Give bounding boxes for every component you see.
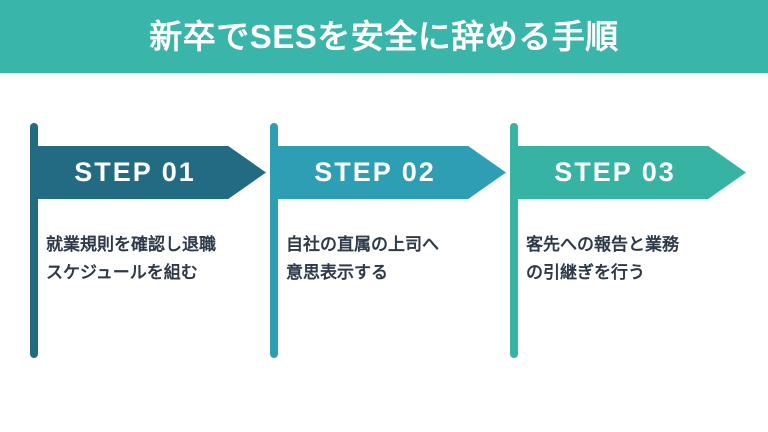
step-description-2: 自社の直属の上司へ 意思表示する	[286, 231, 502, 287]
step-label-3: STEP 03	[554, 157, 676, 187]
steps-container: STEP 01 就業規則を確認し退職 スケジュールを組む STEP 02 自社の…	[0, 73, 768, 432]
step-label-1: STEP 01	[74, 157, 196, 187]
step-rail-2	[270, 123, 278, 358]
step-item-3: STEP 03 客先への報告と業務 の引継ぎを行う	[502, 73, 748, 432]
step-description-line: 意思表示する	[286, 263, 388, 283]
step-item-2: STEP 02 自社の直属の上司へ 意思表示する	[262, 73, 508, 432]
step-description-1: 就業規則を確認し退職 スケジュールを組む	[46, 231, 262, 287]
step-description-line: 客先への報告と業務	[526, 235, 679, 254]
step-arrow-banner-1: STEP 01	[30, 146, 266, 199]
step-description-line: の引継ぎを行う	[526, 263, 645, 283]
step-description-3: 客先への報告と業務 の引継ぎを行う	[526, 231, 742, 287]
step-arrow-banner-2: STEP 02	[270, 146, 506, 199]
page-title: 新卒でSESを安全に辞める手順	[149, 18, 619, 55]
step-arrow-banner-3: STEP 03	[510, 146, 746, 199]
header-banner: 新卒でSESを安全に辞める手順	[0, 0, 768, 73]
step-description-line: スケジュールを組む	[46, 263, 198, 283]
step-rail-1	[30, 123, 38, 358]
step-description-line: 自社の直属の上司へ	[286, 235, 439, 254]
step-label-2: STEP 02	[314, 157, 436, 187]
step-rail-3	[510, 123, 518, 358]
step-item-1: STEP 01 就業規則を確認し退職 スケジュールを組む	[22, 73, 268, 432]
step-description-line: 就業規則を確認し退職	[46, 235, 216, 254]
